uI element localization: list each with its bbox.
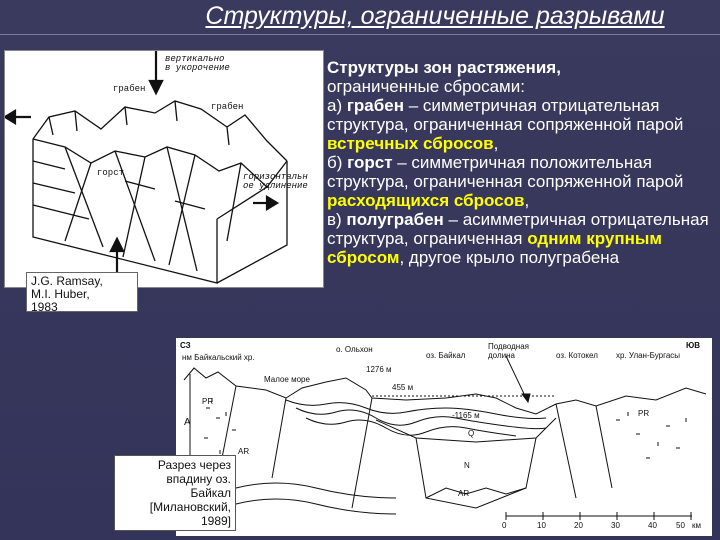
item-graben: а) грабен – симметричная отрицательная с… <box>327 96 720 153</box>
label-vertical-shortening: вертикально в укорочение <box>165 55 230 74</box>
citation-line: 1983 <box>31 301 133 314</box>
item-horst: б) горст – симметричная положительная ст… <box>327 153 720 210</box>
label-graben-right: грабен <box>211 103 243 112</box>
citation-ramsay-huber: J.G. Ramsay, M.I. Huber, 1983 <box>26 272 138 312</box>
scale-tick-20: 20 <box>574 522 583 530</box>
label-depth-455: 455 м <box>392 384 413 392</box>
slide-title: Структуры, ограниченные разрывами <box>150 2 720 31</box>
scale-tick-0: 0 <box>502 522 506 530</box>
main-text: Структуры зон растяжения, ограниченные с… <box>327 58 720 342</box>
label-horst: горст <box>97 169 124 178</box>
cross-section-drawing <box>176 338 712 536</box>
highlight-divergent-faults: расходящихся сбросов <box>327 191 524 210</box>
caption-line: 1989] <box>119 514 231 528</box>
label-elevation-1276: 1276 м <box>366 366 392 374</box>
label-lake-baikal: оз. Байкал <box>426 352 465 360</box>
scale-tick-30: 30 <box>611 522 620 530</box>
caption-line: [Милановский, <box>119 500 231 514</box>
label-nw: СЗ <box>180 342 191 350</box>
title-divider <box>0 34 720 35</box>
scale-tick-40: 40 <box>648 522 657 530</box>
term-half-graben: полуграбен <box>346 210 443 229</box>
intro-line-1: Структуры зон растяжения, <box>327 58 720 77</box>
label-a-letter: А <box>184 418 191 428</box>
label-olkhon: о. Ольхон <box>336 346 373 354</box>
scale-tick-50: 50 <box>676 522 685 530</box>
label-ulan-burgasy: хр. Улан-Бургасы <box>616 352 680 360</box>
label-ar-left: AR <box>238 448 249 456</box>
label-kotokel: оз. Котокел <box>556 352 598 360</box>
caption-line: Разрез через <box>119 458 231 472</box>
caption-line: Байкал <box>119 486 231 500</box>
baikal-cross-section-figure: СЗ ЮВ нм Байкальский хр. о. Ольхон оз. Б… <box>176 338 712 536</box>
label-underwater-valley: Подводная долина <box>488 342 529 360</box>
block-diagram-figure: вертикально в укорочение грабен грабен г… <box>4 50 324 288</box>
intro-line-2: ограниченные сбросами: <box>327 77 720 96</box>
label-n: N <box>464 462 470 470</box>
caption-line: впадину оз. <box>119 472 231 486</box>
scale-unit: км <box>692 522 701 530</box>
label-maloe-more: Малое море <box>264 376 310 384</box>
citation-milanovsky: Разрез через впадину оз. Байкал [Миланов… <box>114 455 236 531</box>
label-baikal-range: нм Байкальский хр. <box>182 354 255 362</box>
term-graben: грабен <box>347 96 404 115</box>
item-half-graben: в) полуграбен – асимметричная отрицатель… <box>327 210 720 267</box>
scale-tick-10: 10 <box>537 522 546 530</box>
highlight-convergent-faults: встречных сбросов <box>327 134 494 153</box>
label-q: Q <box>468 430 474 438</box>
label-pr-left: PR <box>202 398 213 406</box>
label-se: ЮВ <box>686 342 700 350</box>
label-ar: AR <box>458 490 469 498</box>
label-depth-1165: -1165 м <box>452 412 480 420</box>
block-diagram-drawing <box>5 51 323 287</box>
term-horst: горст <box>347 153 392 172</box>
label-pr-right: PR <box>638 410 649 418</box>
label-graben-left: грабен <box>113 85 145 94</box>
label-horizontal-extension: горизонтальн ое удлинение <box>243 173 308 192</box>
